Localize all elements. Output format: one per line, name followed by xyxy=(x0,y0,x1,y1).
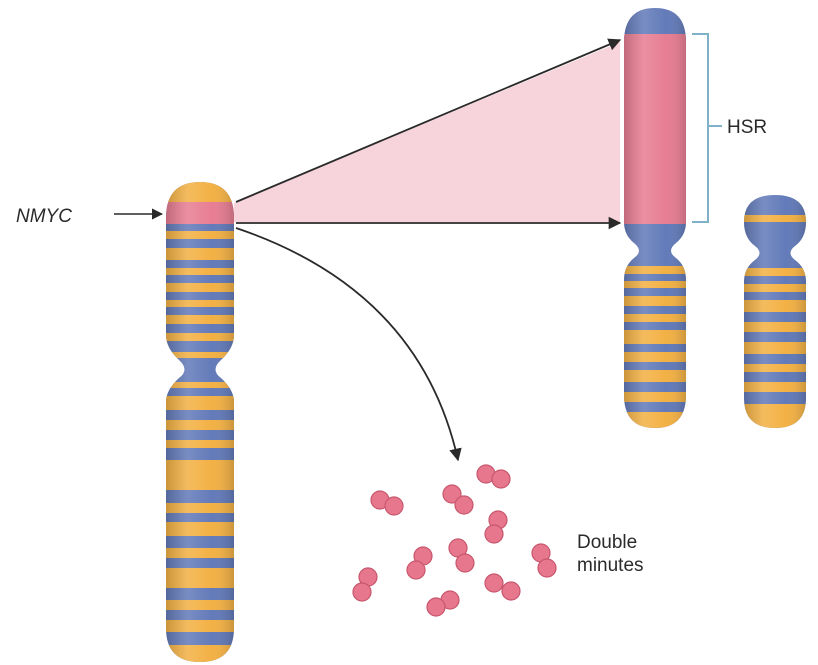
double-minute xyxy=(485,511,507,543)
small-chromosome xyxy=(738,190,812,434)
double-minute xyxy=(427,591,459,616)
double-minute xyxy=(407,547,432,579)
normal-chromosome xyxy=(160,176,240,665)
hsr-chromosome xyxy=(618,4,692,434)
double-minute xyxy=(477,465,510,488)
hsr-bracket xyxy=(692,34,722,222)
double-minute xyxy=(371,491,403,515)
double-minute xyxy=(532,544,556,577)
double-minute xyxy=(443,485,473,514)
hsr-label: HSR xyxy=(727,116,767,139)
double-minutes-label-line1: Double xyxy=(577,531,644,554)
double-minute xyxy=(449,539,474,572)
double-minutes-label: Double minutes xyxy=(577,531,644,577)
double-minute xyxy=(485,574,520,600)
double-minute xyxy=(353,568,377,601)
double-minutes xyxy=(353,465,556,616)
amplification-wedge xyxy=(234,42,620,222)
nmyc-label: NMYC xyxy=(16,205,72,228)
double-minutes-label-line2: minutes xyxy=(577,554,644,577)
double-minutes-arrow xyxy=(236,228,458,460)
